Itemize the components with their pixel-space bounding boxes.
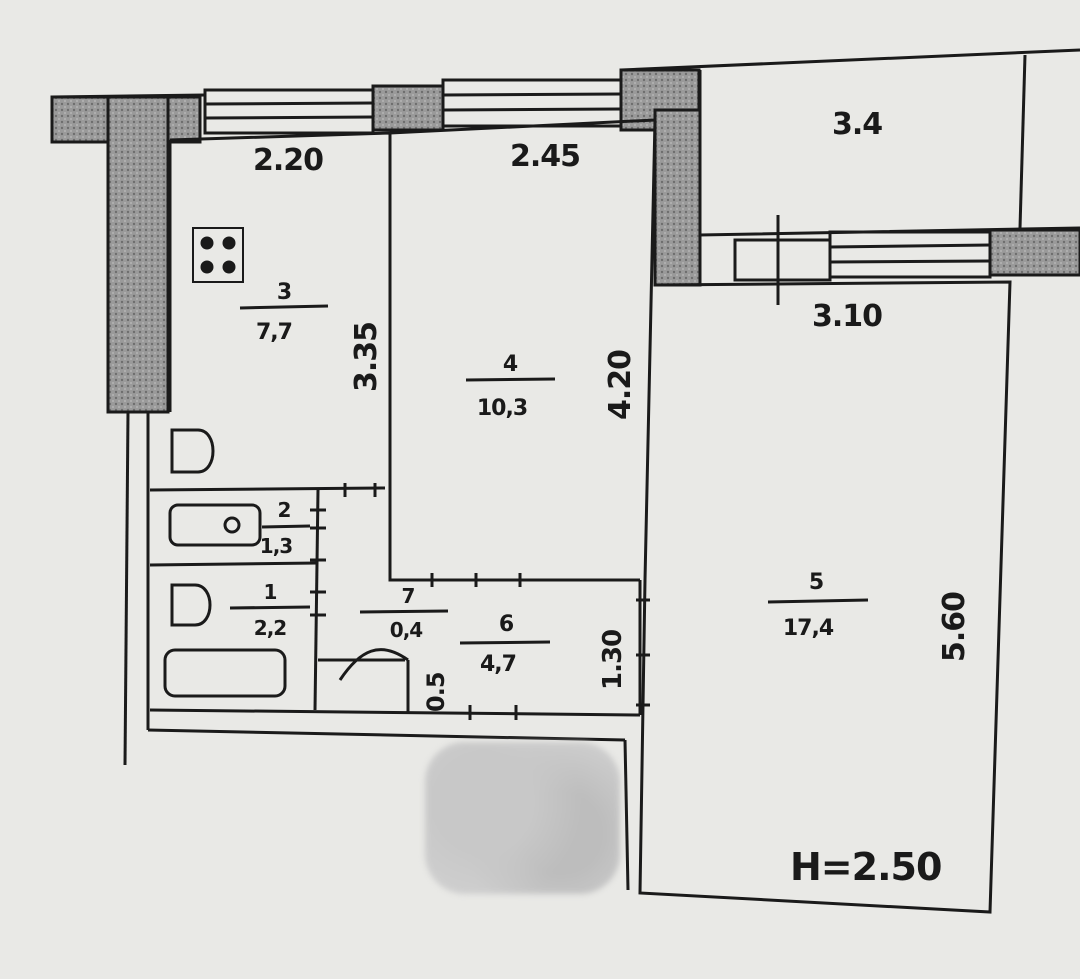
- bathtub-fixture: [163, 648, 287, 698]
- dimension-room4-width: 2.45: [510, 139, 581, 174]
- stove-fixture: [192, 227, 244, 283]
- room-number-7: 7: [401, 584, 416, 608]
- wall-column-right: [653, 108, 702, 287]
- room-area-4: 10,3: [476, 396, 528, 421]
- dimension-corridor-small: 0.5: [422, 672, 450, 712]
- wall-block-right: [988, 228, 1080, 277]
- dimension-corridor-6: 1.30: [598, 629, 628, 690]
- sink-fixture: [168, 503, 262, 547]
- ceiling-height-label: H=2.50: [790, 845, 942, 889]
- dimension-top-right-room: 3.4: [832, 107, 883, 142]
- room-area-5: 17,4: [782, 616, 834, 641]
- wall-block-left: [106, 95, 170, 414]
- room-number-4: 4: [502, 352, 518, 377]
- room-area-1: 2,2: [253, 616, 287, 640]
- window-kitchen: [203, 88, 375, 135]
- window-room4: [441, 78, 623, 128]
- dimension-kitchen-width: 2.20: [253, 143, 324, 178]
- window-room5: [828, 230, 992, 279]
- dimension-room5-width: 3.10: [812, 299, 883, 334]
- dimension-room5-length: 5.60: [937, 591, 972, 662]
- dimension-room4-length: 4.20: [603, 349, 638, 420]
- dimension-kitchen-length: 3.35: [349, 321, 384, 392]
- room-number-2: 2: [277, 498, 292, 522]
- room-number-6: 6: [498, 612, 514, 637]
- room-area-7: 0,4: [389, 618, 423, 642]
- toilet-fixture-top: [170, 428, 215, 474]
- redacted-blur-area: [425, 742, 620, 894]
- room-area-2: 1,3: [259, 534, 293, 558]
- room-area-3: 7,7: [256, 320, 293, 345]
- room-number-5: 5: [808, 570, 824, 595]
- room-area-6: 4,7: [480, 652, 517, 677]
- room-number-3: 3: [276, 280, 292, 305]
- toilet-fixture: [170, 583, 212, 627]
- wall-pier: [371, 84, 445, 132]
- room-number-1: 1: [263, 580, 278, 604]
